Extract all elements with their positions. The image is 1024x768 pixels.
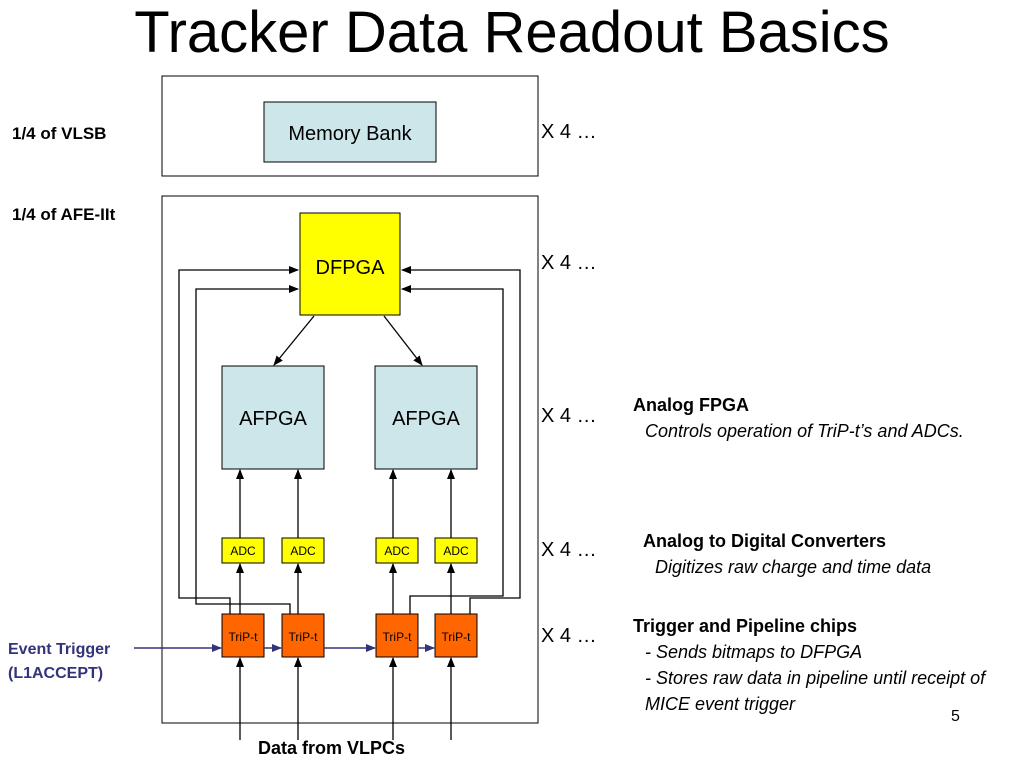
tript-description-line-2: - Stores raw data in pipeline until rece… [645,668,986,714]
page-number: 5 [951,708,960,725]
vlsb-frame [161,75,539,177]
arrow-dfpga-afpga-left [273,315,315,366]
afe-frame [161,195,539,724]
tript-label-3: TriP-t [383,630,413,644]
adc-block-2 [281,537,325,564]
event-trigger-line2: (L1ACCEPT) [8,665,104,682]
adc-block-4 [434,537,478,564]
bitmap-line-left-outer [178,266,299,614]
afpga-block-right [374,365,478,470]
tript-block-1 [221,613,265,658]
afpga-label-left: AFPGA [239,408,307,430]
bitmap-line-left-inner [195,285,299,614]
afpga-block-left [221,365,325,470]
tript-description-line-1: - Sends bitmaps to DFPGA [645,642,863,662]
afpga-description-heading: Analog FPGA [633,395,749,415]
memory-bank-label: Memory Bank [288,123,412,145]
multiplier-dfpga: X 4 … [541,252,597,274]
adc-block-1 [221,537,265,564]
data-source-label: Data from VLPCs [258,738,406,758]
afpga-description: Analog FPGA Controls operation of TriP-t… [633,392,1018,444]
vlsb-label: 1/4 of VLSB [12,124,107,143]
adc-description-line: Digitizes raw charge and time data [655,557,932,577]
multiplier-vlsb: X 4 … [541,121,597,143]
event-trigger-label: Event Trigger (L1ACCEPT) [8,638,110,686]
bitmap-line-right-outer [401,266,521,614]
tript-block-4 [434,613,478,658]
tript-label-1: TriP-t [229,630,259,644]
tript-label-2: TriP-t [289,630,319,644]
tript-block-2 [281,613,325,658]
adc-label-4: ADC [443,544,469,558]
afe-label: 1/4 of AFE-IIt [12,205,116,224]
bitmap-line-right-inner [401,285,504,614]
tript-label-4: TriP-t [442,630,472,644]
event-trigger-line1: Event Trigger [8,641,111,658]
page-title: Tracker Data Readout Basics [134,0,890,65]
adc-label-3: ADC [384,544,410,558]
tript-description-heading: Trigger and Pipeline chips [633,616,858,636]
afpga-description-line: Controls operation of TriP-t’s and ADCs. [645,421,964,441]
multiplier-afpga: X 4 … [541,405,597,427]
adc-block-3 [375,537,419,564]
tript-description: Trigger and Pipeline chips - Sends bitma… [633,613,1018,717]
adc-description-heading: Analog to Digital Converters [643,531,887,551]
memory-bank-block [263,101,437,163]
dfpga-label: DFPGA [316,257,386,279]
adc-label-2: ADC [290,544,316,558]
multiplier-adc: X 4 … [541,539,597,561]
afpga-label-right: AFPGA [392,408,460,430]
dfpga-block [299,212,401,316]
adc-label-1: ADC [230,544,256,558]
multiplier-tript: X 4 … [541,625,597,647]
arrow-dfpga-afpga-right [383,315,423,366]
tript-block-3 [375,613,419,658]
adc-description: Analog to Digital Converters Digitizes r… [643,528,1018,580]
